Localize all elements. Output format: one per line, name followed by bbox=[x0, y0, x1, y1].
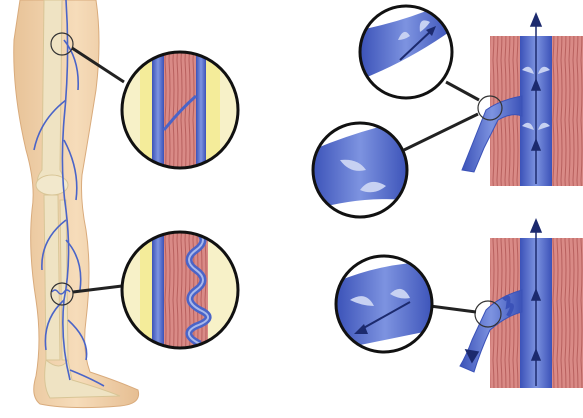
leg-outline bbox=[14, 0, 139, 408]
incompetent-vein-panel bbox=[430, 220, 583, 388]
leg bbox=[14, 0, 139, 408]
valve-open-lens bbox=[358, 0, 454, 100]
zoom-healthy-lens bbox=[120, 50, 240, 170]
valve-leaky-lens bbox=[334, 254, 436, 356]
valve-closed-lens bbox=[310, 120, 410, 220]
zoom-varicose-lens bbox=[120, 230, 240, 350]
